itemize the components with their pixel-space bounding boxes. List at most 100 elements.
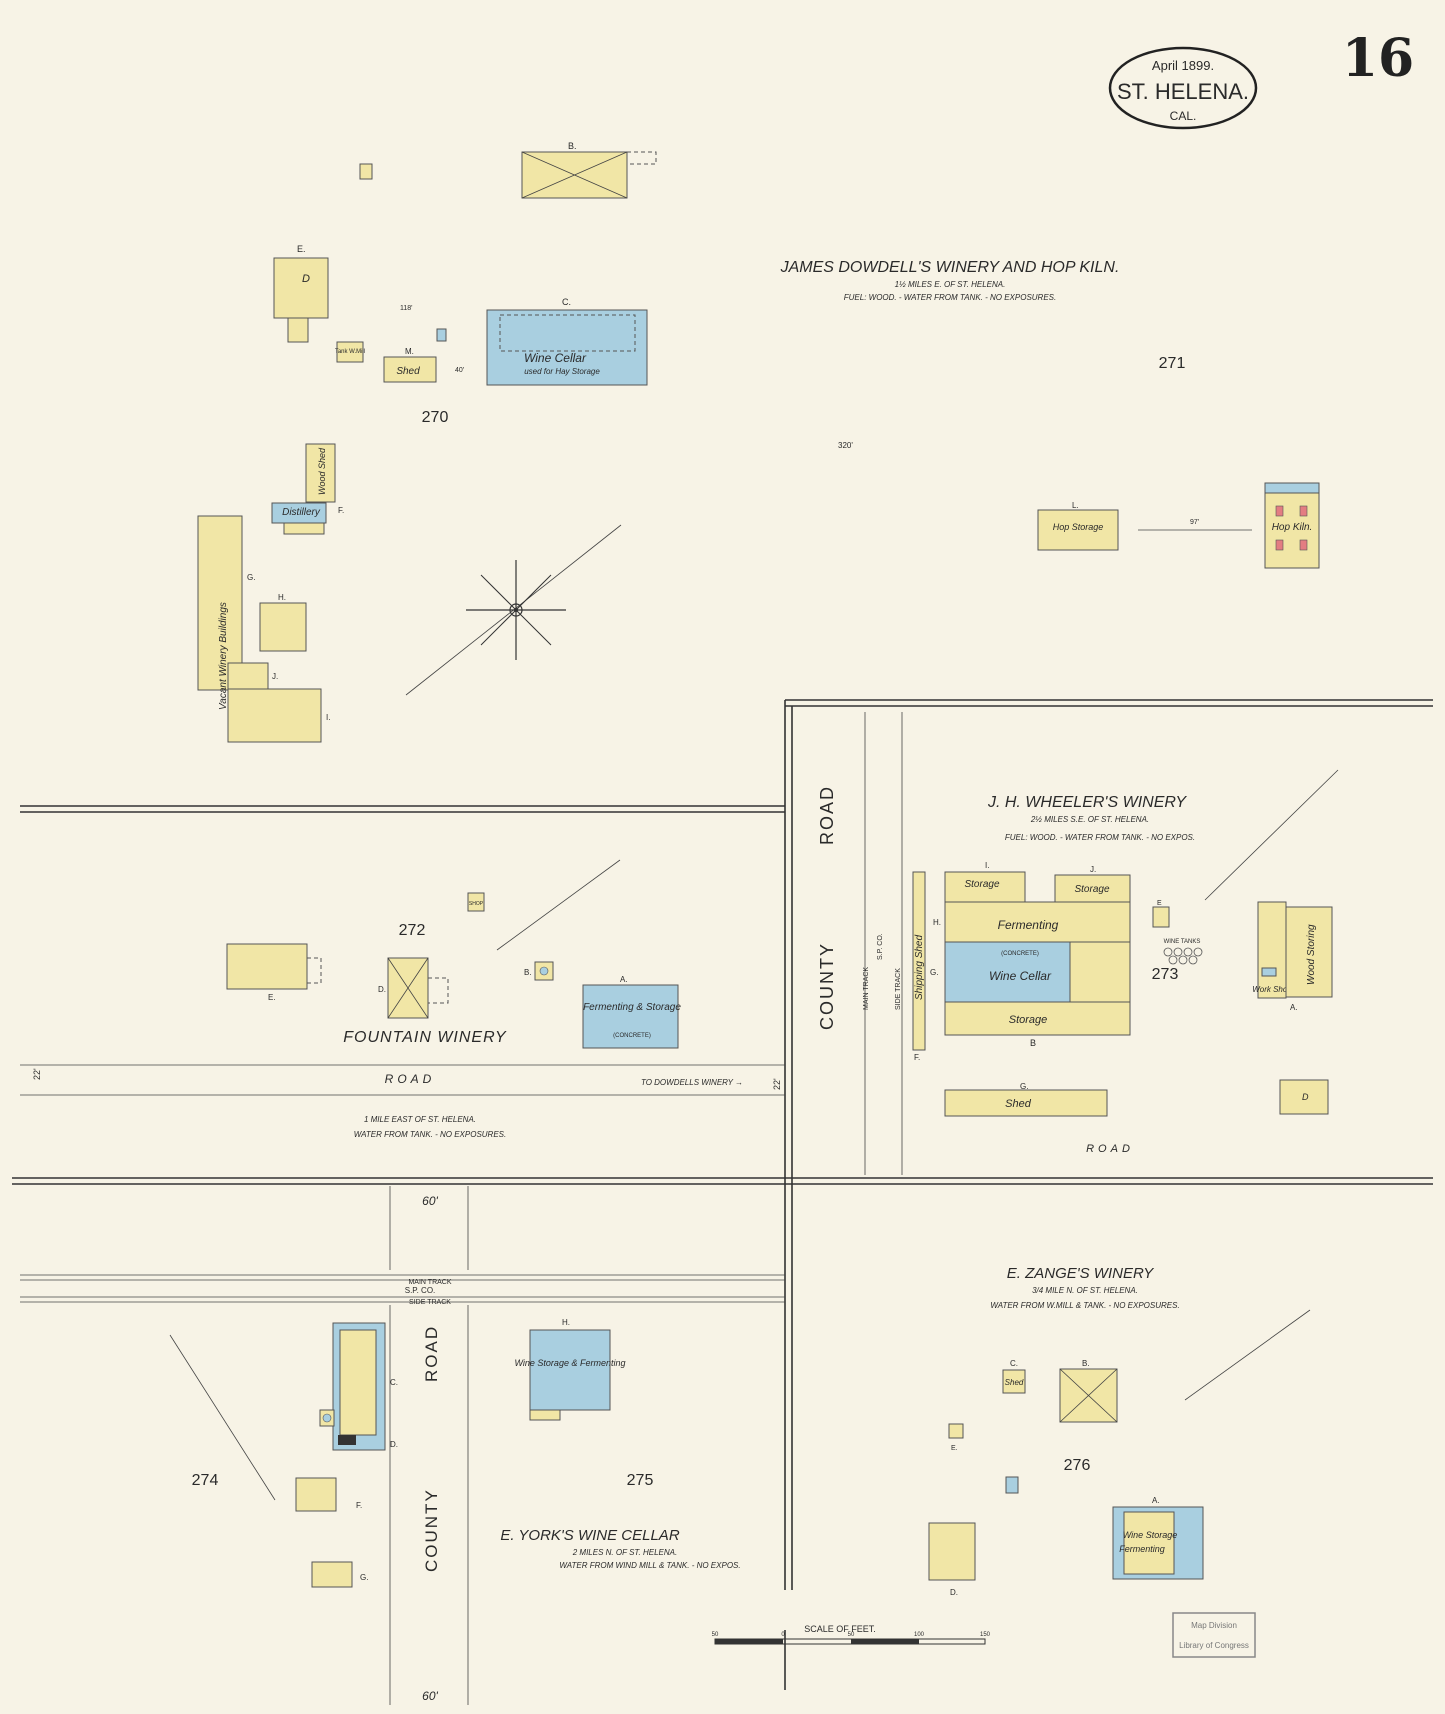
hop-kiln [1264,482,1320,569]
label-f-york: F. [356,1501,362,1510]
sp-co-h: S.P. CO. [405,1286,436,1295]
dist-40: 40' [455,367,464,374]
road-lines [12,699,1433,1705]
fountain-winery: 272 FOUNTAIN WINERY 1 MILE EAST OF ST. H… [226,859,681,1139]
label-i: I. [326,713,330,722]
road-width-left: 22' [32,1068,42,1080]
label-shed-wheeler: Shed [1005,1098,1032,1110]
compass-rose [405,524,622,696]
label-hop-storage: Hop Storage [1053,522,1104,532]
fermenting-storage [582,984,679,1049]
library-stamp: Map Division Library of Congress [1172,1612,1256,1658]
label-c: C. [562,297,571,307]
storage-j [1054,874,1131,903]
road-label-wheeler: ROAD [1086,1143,1134,1155]
county-road-road: ROAD [817,785,837,845]
label-a-fountain: A. [620,975,628,984]
fountain-notes2: WATER FROM TANK. - NO EXPOSURES. [354,1130,506,1139]
building-small-top [359,163,373,180]
label-h-york: H. [562,1318,570,1327]
york-title: E. YORK'S WINE CELLAR [500,1527,679,1544]
fountain-title: FOUNTAIN WINERY [343,1029,507,1046]
label-storage-j: Storage [1074,884,1109,895]
work-shop [1257,901,1287,999]
dist-320: 320' [838,441,853,450]
label-g-york: G. [360,1573,368,1582]
block-272: 272 [399,922,426,939]
block-276: 276 [1064,1457,1091,1474]
york-notes: WATER FROM WIND MILL & TANK. - NO EXPOS. [559,1561,740,1570]
side-track-v: SIDE TRACK [895,968,902,1010]
label-wine-cellar-wheeler: Wine Cellar [989,969,1052,983]
york-wine-cellar: 274 275 E. YORK'S WINE CELLAR 2 MILES N.… [169,1318,741,1588]
storage-i [944,871,1026,903]
dist-97: 97' [1190,519,1199,526]
label-e: E. [297,244,306,254]
label-c-zange: C. [1010,1359,1018,1368]
label-m: M. [405,347,414,356]
label-d-zange: D. [950,1588,958,1597]
fermenting-h [944,901,1131,943]
main-track-v: MAIN TRACK [863,967,870,1010]
scale-tick-1: 0 [781,1632,785,1638]
scale-tick-2: 50 [848,1632,855,1638]
label-shop: SHOP [469,901,484,907]
sheet-date: April 1899. [1152,58,1214,73]
label-a-wheeler: A. [1290,1003,1298,1012]
shipping-shed [912,871,926,1051]
scale-label: SCALE OF FEET. [804,1624,876,1634]
width-60-bottom: 60' [422,1689,438,1703]
label-d-york: D. [390,1440,398,1449]
building-f-york [295,1477,337,1512]
wine-cellar-c [486,309,648,386]
label-shed: Shed [396,366,420,377]
zange-notes: WATER FROM W.MILL & TANK. - NO EXPOSURES… [990,1301,1179,1310]
stamp-line2: Library of Congress [1179,1641,1249,1650]
label-fermenting-zange: Fermenting [1119,1544,1165,1554]
label-wood-storing: Wood Storing [1306,924,1317,985]
wheeler-winery: J. H. WHEELER'S WINERY 2½ MILES S.E. OF … [912,769,1339,1117]
label-h: H. [278,593,286,602]
road-width-right: 22' [772,1078,782,1090]
wheeler-title: J. H. WHEELER'S WINERY [987,794,1187,811]
dowdell-notes: FUEL: WOOD. - WATER FROM TANK. - NO EXPO… [844,293,1056,302]
label-wine-storage-zange: Wine Storage [1123,1530,1177,1540]
label-distillery: Distillery [282,507,321,518]
vacant-winery-buildings [197,515,243,691]
label-e-fountain: E. [268,993,276,1002]
label-g-wheeler: G. [930,968,938,977]
storage-b [944,1001,1131,1036]
zange-distance: 3/4 MILE N. OF ST. HELENA. [1032,1286,1138,1295]
dowdell-winery: JAMES DOWDELL'S WINERY AND HOP KILN. 1½ … [197,141,1320,743]
block-273: 273 [1152,966,1179,983]
county-lower: COUNTY [422,1488,441,1572]
dowdell-title: JAMES DOWDELL'S WINERY AND HOP KILN. [780,259,1120,276]
label-g: G. [247,573,255,582]
zange-winery: E. ZANGE'S WINERY 3/4 MILE N. OF ST. HEL… [928,1265,1311,1597]
state-name: CAL. [1170,109,1197,123]
building-d-zange [928,1522,976,1581]
shed-g [944,1089,1108,1117]
building-e-fountain [226,943,308,990]
label-wine-cellar-sub: used for Hay Storage [524,367,600,376]
block-275: 275 [627,1472,654,1489]
label-b-wheeler: B [1030,1038,1036,1048]
label-concrete-wheeler: (CONCRETE) [1001,951,1039,957]
side-track-h: SIDE TRACK [409,1299,451,1306]
label-j: J. [272,672,278,681]
page-number: 16 [1342,28,1414,89]
stamp-line1: Map Division [1191,1621,1237,1630]
scale-of-feet: SCALE OF FEET. 50 0 50 100 150 [712,1624,991,1645]
width-60-top: 60' [422,1194,438,1208]
label-concrete-fountain: (CONCRETE) [613,1033,651,1039]
label-vacant: Vacant Winery Buildings [218,602,229,710]
label-wine-storage-york: Wine Storage & Fermenting [515,1358,626,1368]
wine-cellar-wheeler [944,941,1071,1003]
label-tank: Tank W.Mill [335,349,365,355]
building-e [273,257,329,319]
label-e-zange: E. [951,1445,958,1452]
shed-c-zange [1002,1369,1026,1394]
kettle [436,328,447,342]
label-h-wheeler: H. [933,918,941,927]
label-b-zange: B. [1082,1359,1090,1368]
